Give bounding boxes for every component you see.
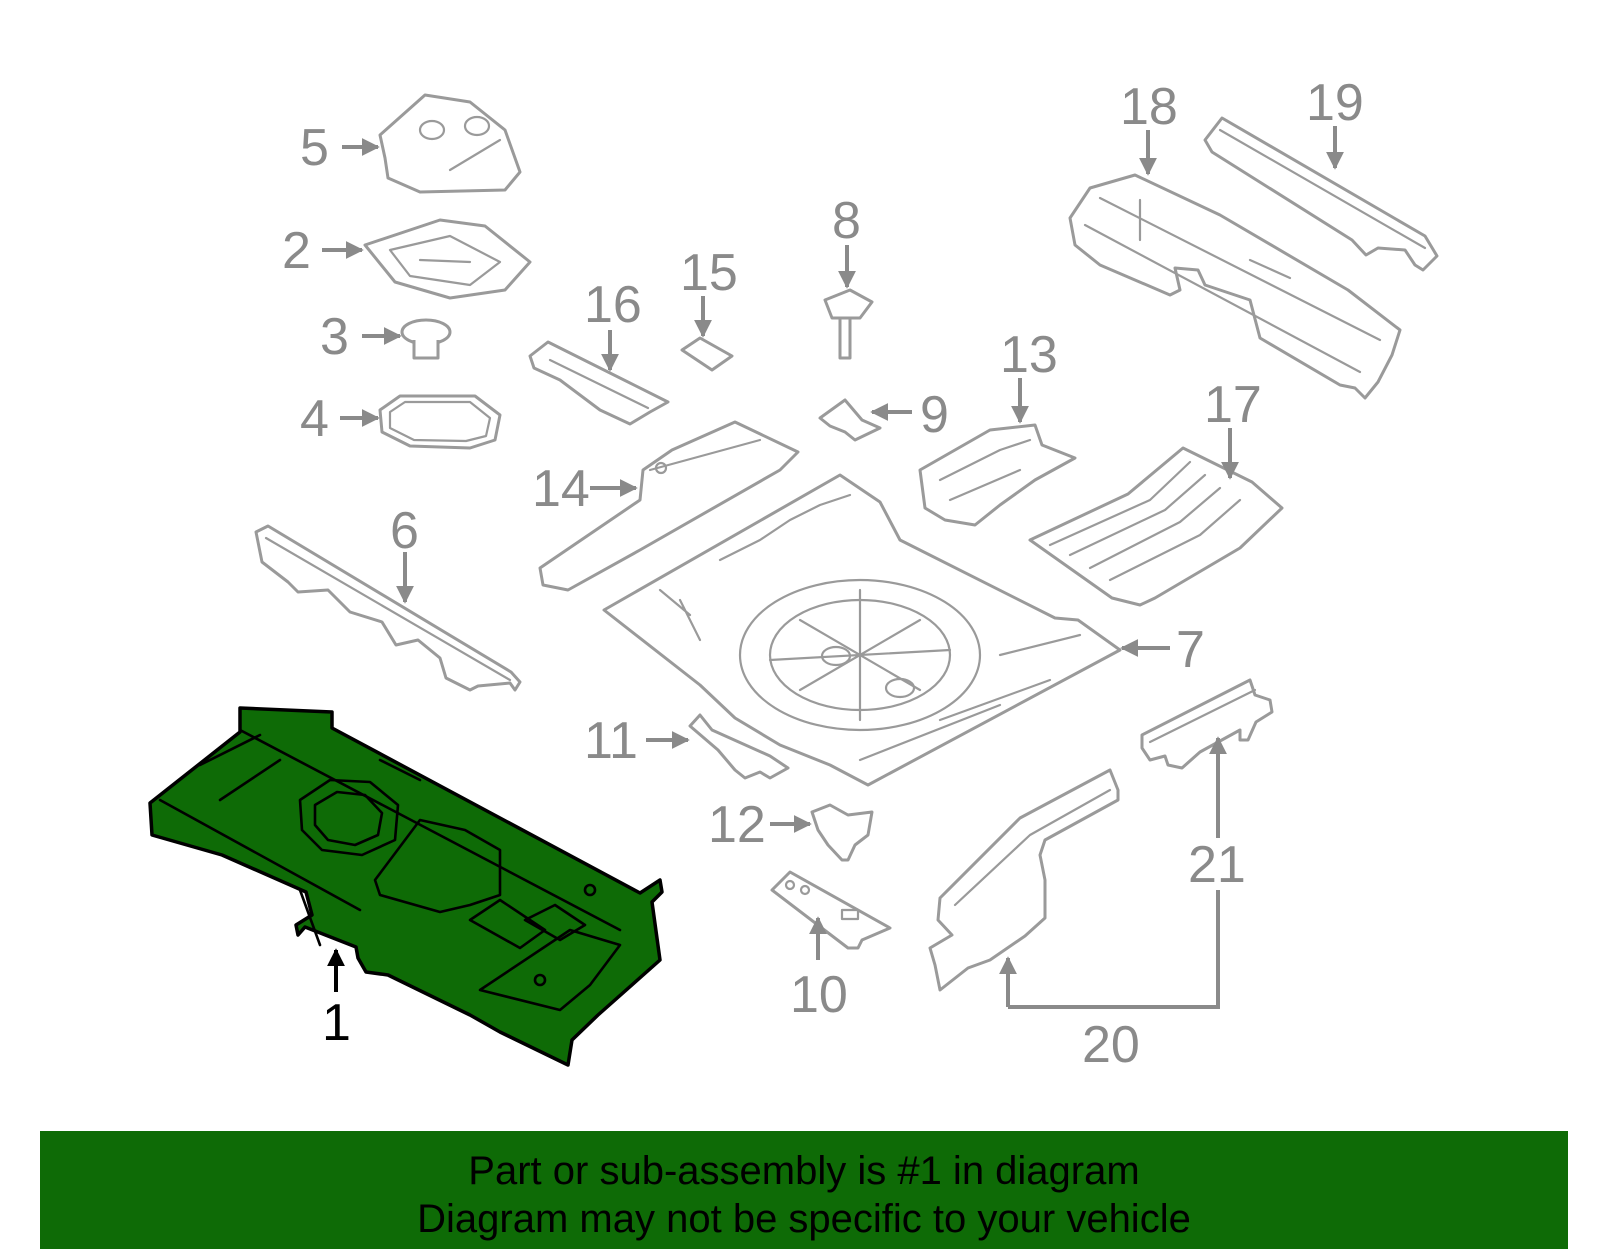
callout-16: 16: [584, 276, 642, 334]
callout-6: 6: [390, 502, 419, 560]
callout-12: 12: [708, 796, 766, 854]
part-4-seal[interactable]: [378, 394, 502, 450]
part-19-reinforcement[interactable]: [1203, 116, 1439, 272]
part-17-panel[interactable]: [1028, 446, 1284, 607]
part-21-bracket[interactable]: [1140, 678, 1274, 770]
part-11-bracket[interactable]: [688, 713, 790, 780]
callout-20: 20: [1082, 1016, 1140, 1074]
part-15-clip[interactable]: [680, 336, 734, 372]
part-1-rear-floor-section[interactable]: [148, 706, 664, 1067]
part-3-plug[interactable]: [400, 318, 452, 360]
callout-8: 8: [832, 192, 861, 250]
banner-line-1: Part or sub-assembly is #1 in diagram: [468, 1149, 1140, 1193]
callout-3: 3: [320, 308, 349, 366]
part-6-rail[interactable]: [254, 524, 522, 692]
callout-9: 9: [920, 386, 949, 444]
callout-14: 14: [532, 460, 590, 518]
callout-21: 21: [1188, 836, 1246, 894]
callout-19: 19: [1306, 74, 1364, 132]
callout-2: 2: [282, 222, 311, 280]
part-5-cover[interactable]: [378, 93, 522, 194]
part-12-gusset[interactable]: [810, 803, 874, 862]
part-13-panel[interactable]: [918, 423, 1077, 527]
callout-7: 7: [1176, 621, 1205, 679]
callout-18: 18: [1120, 78, 1178, 136]
callout-15: 15: [680, 244, 738, 302]
part-16-bracket[interactable]: [528, 340, 670, 426]
leader-lines: [322, 126, 1344, 1009]
callout-numbers: 1 2 3 4 5 6 7 8 9 10 11 12 13 14 15 16 1…: [282, 74, 1364, 1074]
info-banner: Part or sub-assembly is #1 in diagram Di…: [40, 1131, 1568, 1249]
part-7-floor-pan[interactable]: [602, 473, 1122, 787]
part-8-bolt[interactable]: [823, 288, 874, 360]
callout-4: 4: [300, 390, 329, 448]
banner-line-2: Diagram may not be specific to your vehi…: [417, 1197, 1191, 1241]
part-2-insert[interactable]: [363, 218, 532, 300]
part-9-bracket[interactable]: [818, 398, 882, 442]
part-20-side-member[interactable]: [928, 768, 1120, 992]
callout-17: 17: [1204, 376, 1262, 434]
part-18-crossmember[interactable]: [1068, 173, 1402, 400]
callout-11: 11: [584, 712, 638, 770]
callout-5: 5: [300, 119, 329, 177]
part-10-plate[interactable]: [770, 870, 892, 950]
part-14-crossmember[interactable]: [538, 420, 800, 592]
callout-10: 10: [790, 966, 848, 1024]
callout-13: 13: [1000, 326, 1058, 384]
callout-1: 1: [322, 994, 351, 1052]
